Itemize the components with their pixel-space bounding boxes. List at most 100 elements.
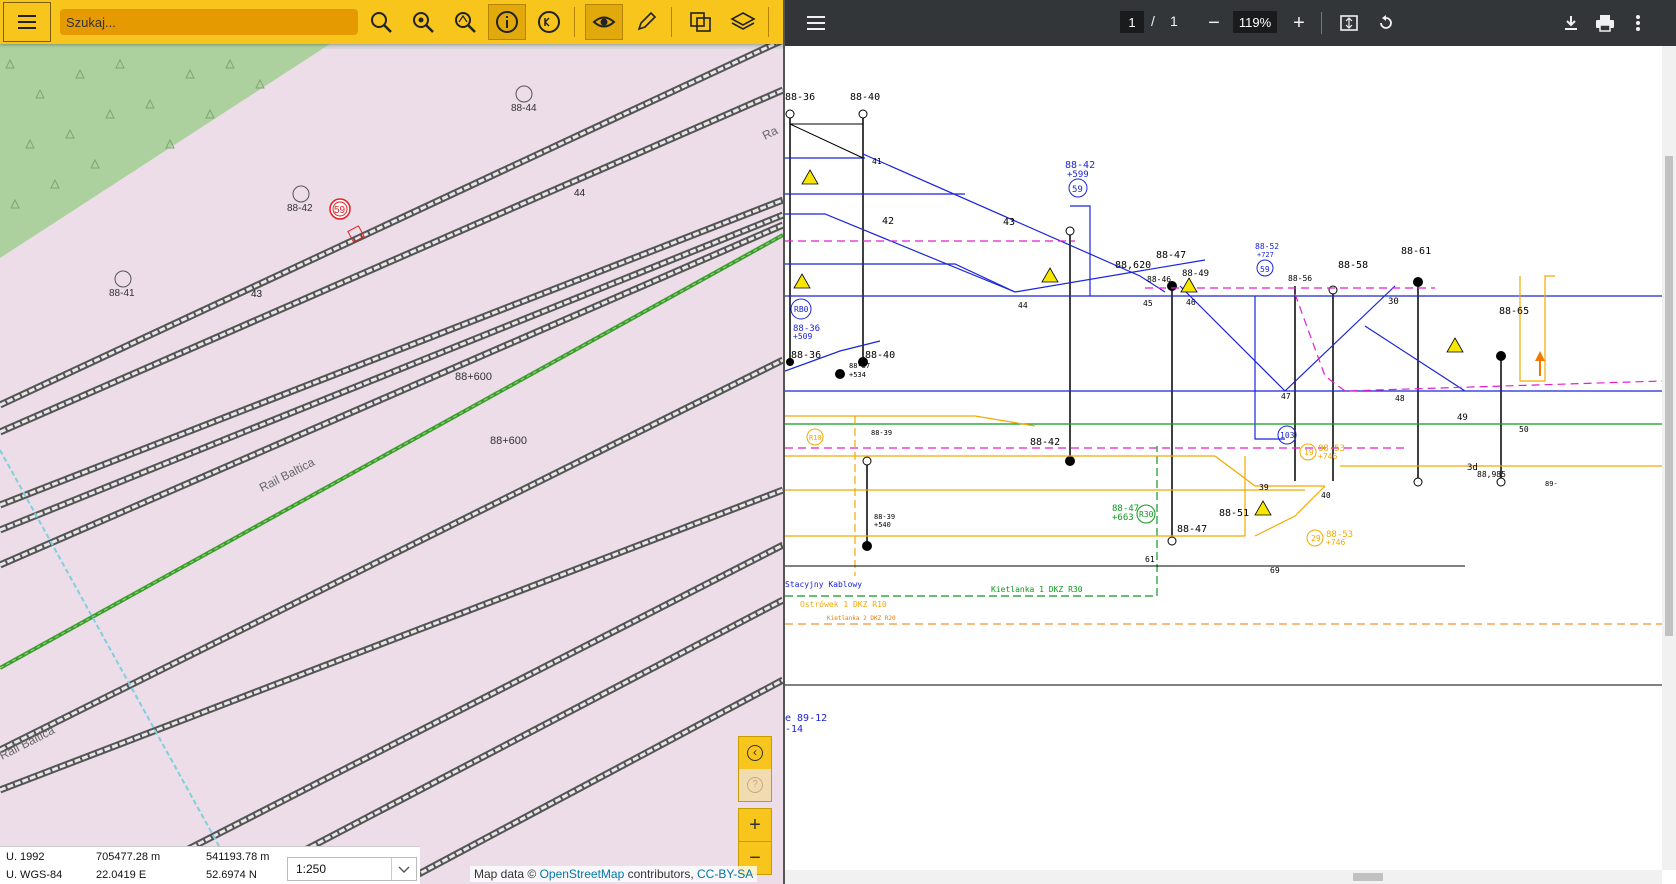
disabled-icon: ? (747, 777, 763, 793)
menu-icon (18, 15, 36, 29)
svg-text:59: 59 (1072, 185, 1083, 195)
map-canvas[interactable]: 88-44 88-42 88-41 59 43 44 88+600 88+600… (0, 0, 783, 884)
rotate-button[interactable] (1375, 12, 1397, 34)
svg-text:+663: +663 (1112, 513, 1134, 523)
pencil-icon (637, 11, 657, 31)
svg-text:R30: R30 (1139, 510, 1154, 519)
coord-label: U. 1992 (6, 851, 45, 863)
layers-button[interactable] (724, 4, 762, 40)
search-button[interactable] (362, 4, 400, 40)
zoom-km-button[interactable] (446, 4, 484, 40)
selected-marker (347, 225, 365, 243)
coord-y: 52.6974 N (206, 869, 257, 881)
orange-circuits (785, 275, 1662, 576)
page-total: 1 (1170, 13, 1178, 29)
km-label-2: 88+600 (490, 435, 527, 447)
svg-text:+534: +534 (849, 371, 866, 379)
map-history-controls: ‹ ? (738, 736, 772, 802)
svg-text:+727: +727 (1257, 251, 1274, 259)
pdf-toolbar: 1 / 1 − 119% + (785, 0, 1676, 46)
warning-icon (793, 169, 1464, 516)
svg-text:46: 46 (1186, 298, 1196, 307)
label-88-44: 88-44 (511, 103, 537, 114)
svg-text:-14: -14 (785, 724, 803, 735)
zoom-input[interactable]: 119% (1233, 11, 1277, 33)
road-band (322, 44, 783, 49)
svg-text:88,985: 88,985 (1477, 470, 1506, 479)
pdf-viewer: 1 / 1 − 119% + (785, 0, 1676, 884)
more-options-button[interactable] (1627, 12, 1649, 34)
svg-text:88-47: 88-47 (1156, 250, 1186, 261)
zoom-out-button[interactable]: − (1203, 12, 1225, 34)
zoom-out-button[interactable]: − (739, 842, 771, 874)
svg-text:88-46: 88-46 (1147, 275, 1171, 284)
split-divider[interactable] (783, 0, 785, 884)
point-88-41[interactable] (114, 270, 132, 288)
print-button[interactable] (1594, 12, 1616, 34)
zoom-in-button[interactable]: + (739, 809, 771, 842)
svg-text:88-47: 88-47 (1112, 504, 1139, 514)
zoom-extent-icon (413, 12, 434, 33)
plus-icon: + (749, 813, 761, 836)
coord-y: 541193.78 m (206, 851, 270, 863)
compare-layers-button[interactable] (682, 4, 720, 40)
edit-button[interactable] (627, 4, 665, 40)
search-input[interactable]: Szukaj... (60, 9, 358, 35)
arrow-up-icon (1535, 351, 1545, 376)
map-toolbar: Szukaj... (0, 0, 783, 44)
svg-text:47: 47 (1281, 392, 1291, 401)
osm-link[interactable]: OpenStreetMap (539, 867, 625, 881)
svg-text:44: 44 (1018, 301, 1028, 310)
scale-select[interactable]: 1:250 (287, 857, 417, 881)
svg-text:49: 49 (1457, 413, 1468, 423)
svg-text:48: 48 (1395, 394, 1405, 403)
menu-icon (807, 16, 825, 30)
svg-text:43: 43 (1003, 217, 1015, 228)
point-88-42[interactable] (292, 185, 310, 203)
zoom-in-button[interactable]: + (1288, 12, 1310, 34)
menu-button[interactable] (3, 2, 51, 42)
label-88-41: 88-41 (109, 288, 135, 299)
pdf-horizontal-scrollbar[interactable] (785, 870, 1662, 884)
map-pane[interactable]: 88-44 88-42 88-41 59 43 44 88+600 88+600… (0, 0, 783, 884)
svg-text:R10: R10 (809, 434, 822, 442)
plus-icon: + (1293, 11, 1305, 34)
svg-text:+746: +746 (1318, 452, 1337, 461)
point-88-44[interactable] (515, 85, 533, 103)
download-icon (1565, 16, 1577, 30)
page-separator: / (1151, 13, 1155, 29)
svg-text:61: 61 (1145, 555, 1155, 564)
pdf-vertical-scrollbar[interactable] (1662, 46, 1676, 870)
download-button[interactable] (1560, 12, 1582, 34)
scroll-thumb[interactable] (1665, 156, 1673, 636)
km-button[interactable] (530, 4, 568, 40)
km-icon (538, 11, 560, 33)
svg-text:19: 19 (1304, 448, 1314, 457)
zoom-km-icon (455, 12, 476, 33)
svg-text:88-36: 88-36 (791, 350, 821, 361)
pdf-page-drawing: 88-36 88-40 88-36 88-40 88-37 +534 RB0 8… (785, 92, 1662, 735)
page-number-input[interactable]: 1 (1120, 11, 1144, 33)
forward-button[interactable]: ? (739, 769, 771, 801)
svg-text:89-: 89- (1545, 480, 1558, 488)
svg-text:42: 42 (882, 216, 894, 227)
toolbar-separator (574, 7, 575, 37)
svg-text:88-37: 88-37 (849, 362, 870, 370)
green-circuits (785, 423, 1662, 597)
view-button[interactable] (585, 4, 623, 40)
pdf-menu-button[interactable] (805, 12, 827, 34)
svg-text:88-61: 88-61 (1401, 246, 1431, 257)
svg-text:+509: +509 (793, 332, 812, 341)
svg-text:Stacyjny Kablowy: Stacyjny Kablowy (785, 580, 862, 589)
scroll-thumb[interactable] (1353, 873, 1383, 881)
svg-text:88-49: 88-49 (1182, 269, 1209, 279)
zoom-extent-button[interactable] (404, 4, 442, 40)
info-button[interactable] (488, 4, 526, 40)
coord-row-wgs84: U. WGS-84 22.0419 E 52.6974 N (6, 869, 286, 881)
license-link[interactable]: CC-BY-SA (697, 867, 754, 881)
label-43: 43 (251, 289, 263, 300)
fit-page-button[interactable] (1338, 12, 1360, 34)
svg-text:29: 29 (1311, 534, 1321, 543)
back-button[interactable]: ‹ (739, 737, 771, 769)
svg-text:88-39: 88-39 (871, 429, 892, 437)
